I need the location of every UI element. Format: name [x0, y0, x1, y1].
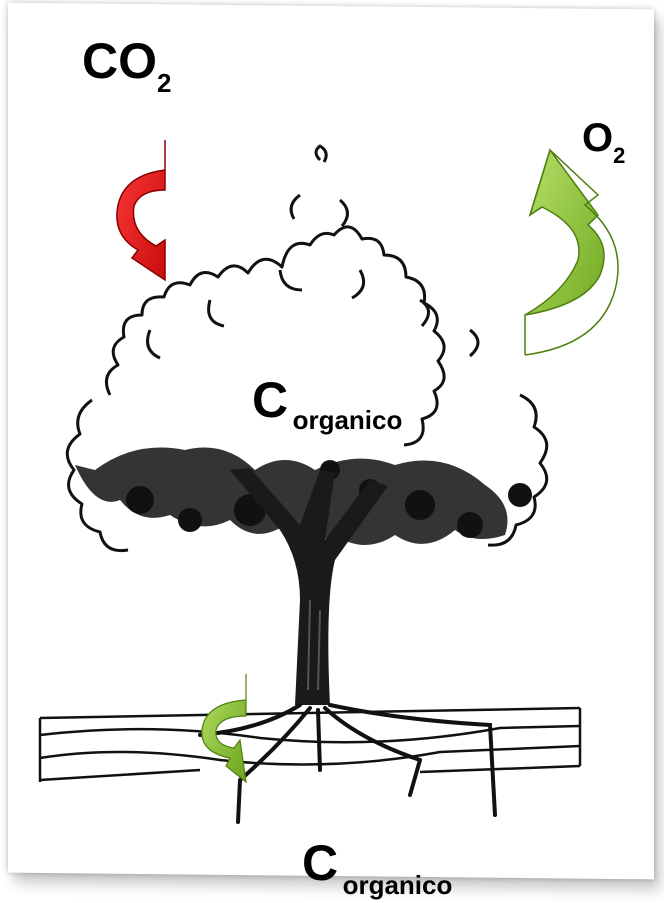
co2-label-main: CO — [82, 33, 157, 89]
canopy-carbon-c: C — [252, 372, 288, 428]
co2-label-sub: 2 — [157, 68, 171, 98]
soil-carbon-sub: organico — [343, 870, 453, 900]
o2-arrow — [525, 150, 618, 355]
soil-carbon-c: C — [302, 835, 338, 891]
soil-layer — [40, 708, 580, 782]
o2-label-sub: 2 — [613, 143, 625, 168]
canopy-carbon-sub: organico — [293, 405, 403, 435]
o2-label: O2 — [582, 118, 625, 158]
co2-arrow — [117, 140, 165, 280]
co2-label: CO2 — [82, 36, 171, 86]
o2-label-main: O — [582, 116, 613, 160]
soil-carbon-label: C organico — [302, 838, 452, 888]
canopy-carbon-label: C organico — [252, 375, 402, 425]
